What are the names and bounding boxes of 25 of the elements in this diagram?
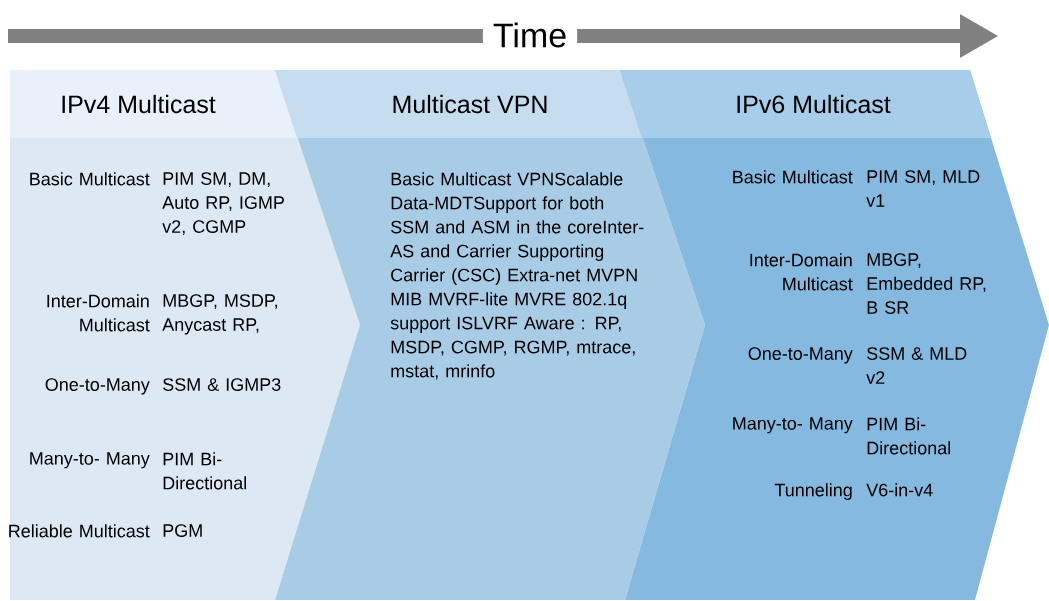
- panel-heading: Multicast VPN: [393, 94, 547, 114]
- row-label: Tunneling: [774, 483, 852, 500]
- row-value: MBGP, Embedded RP, B SR: [867, 253, 986, 314]
- row-value: PIM SM, MLD v1: [866, 170, 980, 207]
- row-value: SSM & IGMP3: [163, 378, 281, 391]
- row-label: Inter-Domain Multicast: [47, 294, 150, 332]
- row-label: One-to-Many: [748, 347, 853, 364]
- row-label: Basic Multicast: [733, 170, 853, 184]
- row-value: PIM Bi- Directional: [867, 417, 950, 455]
- row-label: Reliable Multicast: [9, 524, 150, 538]
- row-value: PGM: [163, 524, 202, 537]
- axis-title: Time: [482, 20, 578, 50]
- row-label: One-to-Many: [45, 378, 150, 395]
- row-label: Inter-Domain Multicast: [750, 253, 853, 291]
- row-value: MBGP, MSDP, Anycast RP,: [162, 294, 277, 335]
- row-value: SSM & MLD v2: [866, 347, 967, 384]
- row-value: PIM Bi- Directional: [163, 452, 246, 490]
- row-label: Many-to- Many: [30, 452, 150, 469]
- feature-list: Basic Multicast VPNScalable Data-MDTSupport for both SSM and ASM in the coreInter-AS and Carrier Supporting Carrier (CSC) Extra-net MVPN MIB MVRF-lite MVRE 802.1q support ISLVRF Aware : RP, MSDP, CGMP, RGMP, mtrace, mstat, mrinfo: [390, 172, 644, 380]
- row-value: V6-in-v4: [866, 483, 933, 497]
- panel-heading: IPv6 Multicast: [737, 94, 891, 114]
- row-label: Many-to- Many: [733, 417, 853, 434]
- row-label: Basic Multicast: [30, 172, 150, 186]
- panel-heading: IPv4 Multicast: [62, 94, 216, 114]
- row-value: PIM SM, DM, Auto RP, IGMP v2, CGMP: [162, 172, 284, 236]
